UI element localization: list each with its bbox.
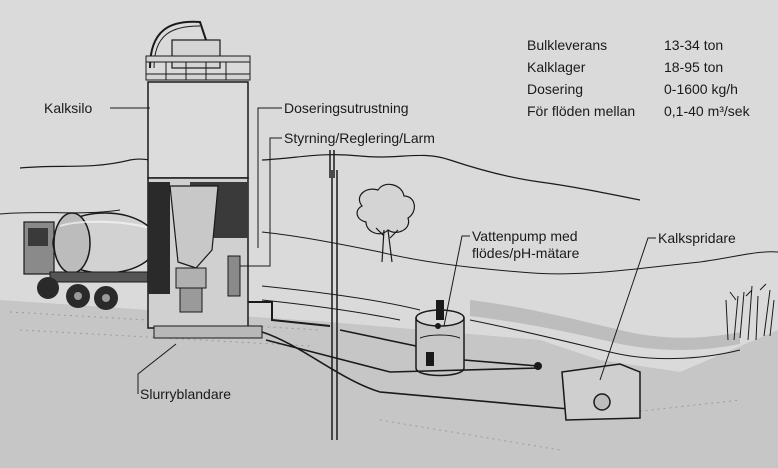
mid-terrain <box>0 209 778 275</box>
label-kalksilo: Kalksilo <box>44 100 93 116</box>
spec-value-storage: 18-95 ton <box>664 59 724 75</box>
leader-lines <box>110 107 656 394</box>
spec-value-flow: 0,1-40 m³/sek <box>664 103 750 119</box>
label-vattenpump-line2: flödes/pH-mätare <box>472 245 580 261</box>
tanker-truck <box>23 212 181 310</box>
spec-label-bulk: Bulkleverans <box>527 37 608 53</box>
label-vattenpump-line1: Vattenpump med <box>472 228 578 244</box>
silo <box>145 20 331 339</box>
tree <box>356 183 415 263</box>
river-water <box>470 300 740 350</box>
label-kalkspridare: Kalkspridare <box>658 230 736 246</box>
spec-label-dosing: Dosering <box>527 81 584 97</box>
reeds <box>725 283 775 341</box>
ground <box>0 300 778 468</box>
valve <box>534 362 542 370</box>
label-doseringsutrustning: Doseringsutrustning <box>284 100 409 116</box>
lime-spreader <box>561 363 641 421</box>
separator-pole <box>331 170 338 440</box>
pipe-to-pump <box>265 329 541 373</box>
label-styrning: Styrning/Reglering/Larm <box>284 130 435 146</box>
water-pump <box>415 300 465 377</box>
spec-label-flow: För flöden mellan <box>527 103 636 119</box>
label-slurryblandare: Slurryblandare <box>140 386 232 402</box>
spec-value-dosing: 0-1600 kg/h <box>664 81 738 97</box>
power-pole <box>329 150 335 178</box>
pipe-to-spreader <box>261 331 581 411</box>
spec-label-storage: Kalklager <box>527 59 586 75</box>
spec-value-bulk: 13-34 ton <box>664 37 724 53</box>
